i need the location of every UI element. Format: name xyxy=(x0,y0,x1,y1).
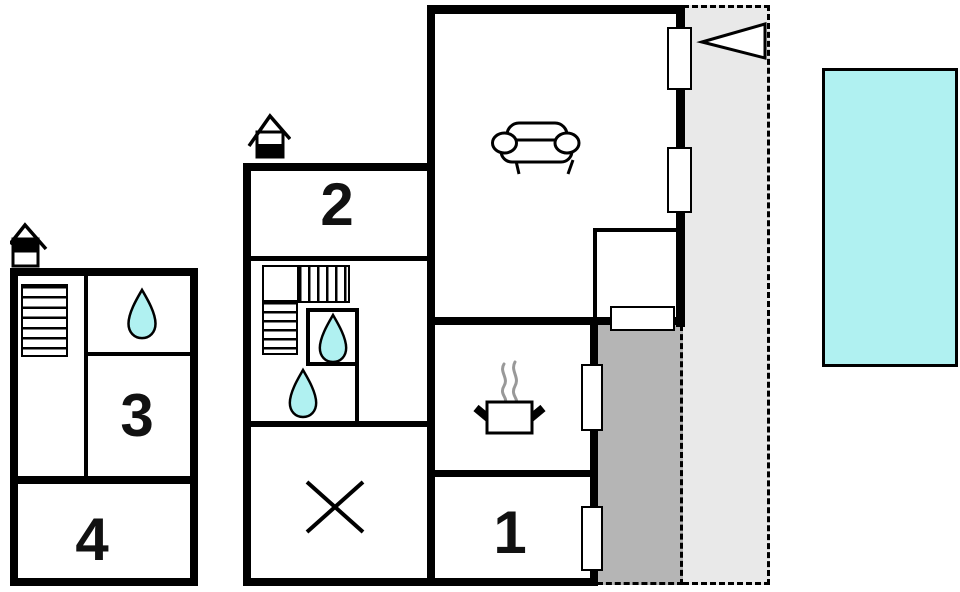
radiator-icon xyxy=(610,306,675,331)
wall xyxy=(593,228,597,322)
radiator-icon xyxy=(667,147,692,213)
wall xyxy=(306,308,310,366)
terrace-open xyxy=(683,5,770,585)
wall xyxy=(243,163,433,171)
wall xyxy=(10,578,198,586)
stair-treads xyxy=(264,302,296,353)
stairs-icon xyxy=(262,265,350,303)
wall xyxy=(84,274,88,480)
house-chimney-icon xyxy=(10,222,48,268)
wall xyxy=(427,470,594,477)
wall xyxy=(306,362,358,366)
stairs-icon xyxy=(262,300,298,355)
wall xyxy=(10,476,198,484)
radiator-icon xyxy=(667,27,692,90)
radiator-icon xyxy=(581,506,603,571)
wall xyxy=(190,268,198,586)
wall xyxy=(247,256,429,261)
room-label-1: 1 xyxy=(493,499,527,566)
wall xyxy=(306,308,358,312)
cross-mark-icon xyxy=(305,480,365,534)
wall xyxy=(247,421,431,427)
swimming-pool xyxy=(822,68,958,367)
wall xyxy=(10,268,18,586)
wall xyxy=(243,578,598,586)
terrace-covered xyxy=(597,325,683,585)
wall xyxy=(427,5,685,14)
room-label-2: 2 xyxy=(320,171,354,238)
wall xyxy=(10,268,198,276)
wall xyxy=(590,317,598,578)
wall xyxy=(86,352,192,356)
wall xyxy=(243,163,251,586)
wall xyxy=(427,5,435,586)
stairs-icon xyxy=(21,284,68,357)
direction-arrow-icon xyxy=(696,22,767,60)
sofa-icon xyxy=(491,121,581,175)
wall xyxy=(593,228,681,232)
water-drop-icon xyxy=(127,287,157,340)
radiator-icon xyxy=(581,364,603,431)
room-label-3: 3 xyxy=(120,382,154,449)
house-chimney-icon xyxy=(247,113,291,159)
stair-treads xyxy=(297,267,348,301)
water-drop-icon xyxy=(318,312,348,364)
stair-treads xyxy=(23,286,66,355)
room-label-4: 4 xyxy=(75,506,109,573)
water-drop-icon xyxy=(288,367,318,419)
wall xyxy=(355,308,359,425)
cooking-pot-icon xyxy=(473,360,546,435)
wall xyxy=(427,317,685,325)
